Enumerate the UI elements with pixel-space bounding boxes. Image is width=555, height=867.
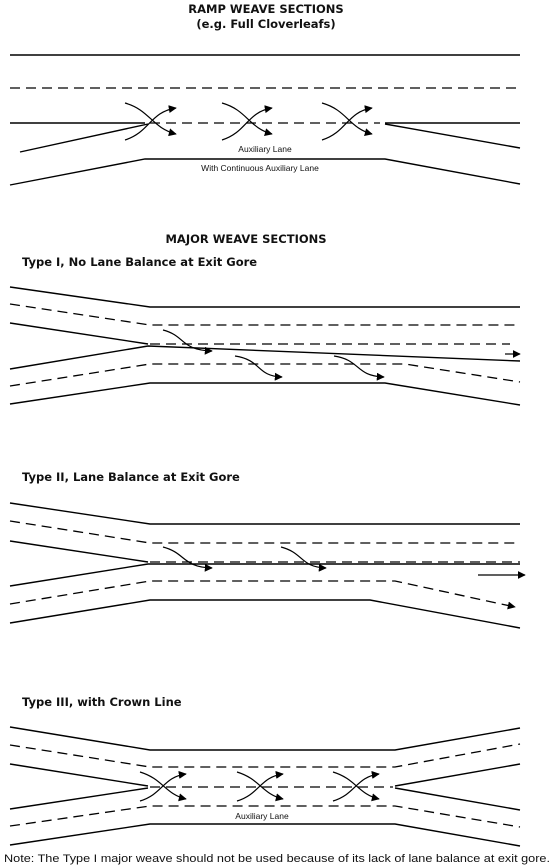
weave-arrow [124,105,177,141]
weave-arrow [124,102,177,137]
weave-arrow [321,102,373,137]
road-edge-top [9,726,521,751]
lane-line-lower [9,363,521,387]
road-edge-bottom [9,599,521,629]
footnote: Note: The Type I major weave should not … [4,853,550,865]
type1-roadway [9,286,521,406]
weave-arrow [221,102,273,137]
weave-arrow [280,546,327,572]
aux-lane-label: Auxiliary Lane [238,144,292,154]
continuous-aux-lane-label: With Continuous Auxiliary Lane [201,163,319,173]
weave-arrow [234,355,283,381]
ramp-gore-right [384,123,521,149]
type2-title: Type II, Lane Balance at Exit Gore [22,470,240,484]
merge-gore-left-bottom [9,787,149,810]
road-edge-top [9,286,520,308]
major-weave-title: MAJOR WEAVE SECTIONS [165,232,326,246]
ramp-weave-arrows [124,102,373,141]
ramp-weave-roadway [9,54,521,186]
weave-arrow [321,105,373,141]
weave-arrow [333,355,385,381]
weave-arrow [221,105,273,141]
road-edge-top [9,502,520,525]
road-edge-bottom [9,823,521,847]
type3-aux-lane-label: Auxiliary Lane [235,811,289,821]
weave-arrow [139,770,187,802]
type3-title: Type III, with Crown Line [22,695,182,709]
merge-gore-bottom [9,563,520,587]
weave-arrow [162,546,213,572]
lane-line-upper [9,743,521,768]
weave-arrow [236,771,284,802]
diverge-gore-right-top [394,763,521,787]
merge-gore-top [9,540,149,563]
merge-gore-bottom [9,345,521,370]
aux-lane-edge [9,158,521,186]
lane-line-lower [9,805,521,828]
ramp-gore-left [19,123,149,153]
weave-arrow [162,329,213,355]
weave-arrow [236,770,284,802]
type2-roadway [9,502,526,629]
merge-gore-left-top [9,763,149,787]
weave-arrow [332,771,380,802]
type3-roadway [9,726,521,847]
merge-gore-top [9,322,149,345]
lane-line [9,520,520,544]
road-edge-bottom [9,382,521,406]
ramp-weave-title: RAMP WEAVE SECTIONS [188,2,343,16]
ramp-weave-subtitle: (e.g. Full Cloverleafs) [196,17,335,31]
type1-title: Type I, No Lane Balance at Exit Gore [22,255,257,269]
weave-arrow [139,771,187,802]
lane-line-lower [9,580,516,610]
diverge-gore-right-bottom [394,787,521,811]
lane-line [9,303,520,326]
weave-arrow [332,770,380,802]
